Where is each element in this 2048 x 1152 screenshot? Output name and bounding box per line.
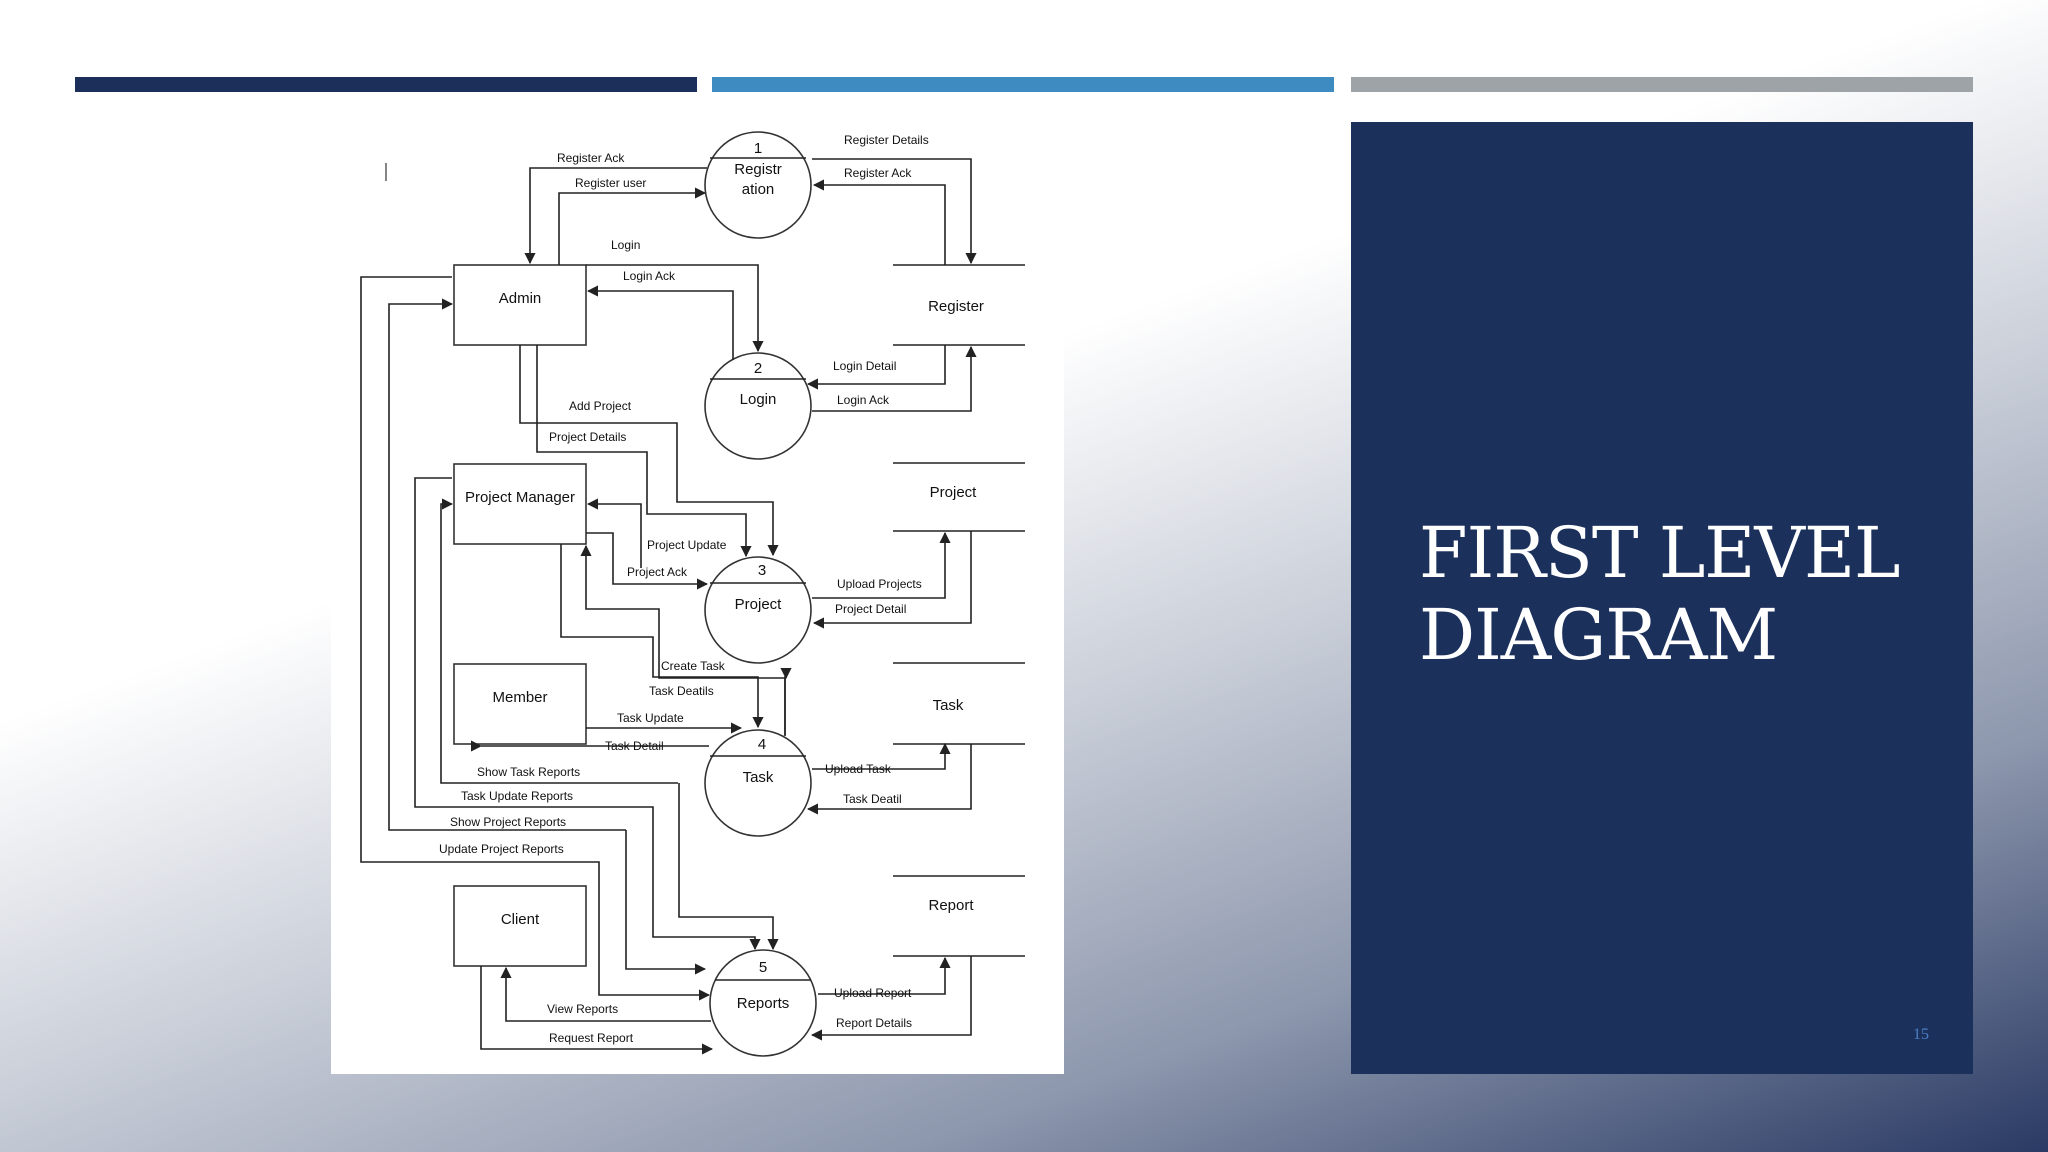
accent-bar-navy	[75, 77, 697, 92]
process-login-number: 2	[754, 360, 762, 377]
flow-upload-task	[812, 742, 951, 770]
entity-member-label: Member	[492, 689, 547, 706]
label-show-task-reports: Show Task Reports	[477, 765, 580, 779]
flow-login	[586, 264, 764, 353]
entity-project-manager: Project Manager	[453, 463, 587, 545]
process-login: 2 Login	[704, 352, 812, 460]
flow-show-task-reports	[440, 498, 678, 784]
process-reports: 5 Reports	[709, 949, 817, 1057]
flow-project-detail	[812, 531, 972, 629]
process-registration: 1 Registr ation	[704, 131, 812, 239]
flow-task-details	[580, 544, 786, 736]
process-registration-number: 1	[754, 140, 762, 157]
label-report-details: Report Details	[836, 1016, 912, 1030]
label-login-ack-left: Login Ack	[623, 269, 676, 283]
flow-show-task-reports-src	[678, 783, 779, 951]
label-task-details: Task Deatils	[649, 684, 714, 698]
process-project-name: Project	[735, 596, 783, 613]
label-add-project: Add Project	[569, 399, 632, 413]
store-project-label: Project	[930, 484, 978, 501]
process-login-name: Login	[740, 391, 777, 408]
process-registration-name-line2: ation	[742, 181, 775, 198]
store-task: Task	[893, 662, 1025, 745]
process-task: 4 Task	[704, 729, 812, 837]
flow-task-deatil	[806, 744, 972, 815]
flow-login-ack-right	[812, 345, 977, 412]
label-project-update: Project Update	[647, 538, 727, 552]
flow-upload-projects	[812, 531, 951, 599]
label-task-update-reports: Task Update Reports	[461, 789, 573, 803]
flow-request-report	[480, 966, 714, 1055]
flow-create-task	[560, 544, 764, 729]
label-task-detail: Task Detail	[605, 739, 664, 753]
label-login: Login	[611, 238, 640, 252]
label-request-report: Request Report	[549, 1031, 634, 1045]
slide-title-line1: FIRST LEVEL	[1419, 512, 1901, 594]
accent-bar-blue	[712, 77, 1334, 92]
label-register-details: Register Details	[844, 133, 929, 147]
entity-member: Member	[453, 663, 587, 745]
flow-show-project-reports-src	[625, 830, 707, 975]
label-login-ack-right: Login Ack	[837, 393, 890, 407]
store-register-label: Register	[928, 298, 984, 315]
process-task-number: 4	[758, 736, 766, 753]
entity-client-label: Client	[501, 911, 540, 928]
flow-register-ack-right	[812, 179, 946, 265]
process-task-name: Task	[743, 769, 774, 786]
flow-report-details	[810, 956, 972, 1041]
store-task-label: Task	[933, 697, 964, 714]
label-create-task: Create Task	[661, 659, 726, 673]
label-upload-report: Upload Report	[834, 986, 912, 1000]
label-upload-projects: Upload Projects	[837, 577, 922, 591]
label-project-ack: Project Ack	[627, 565, 688, 579]
store-register: Register	[893, 264, 1025, 346]
label-update-project-reports: Update Project Reports	[439, 842, 564, 856]
store-project: Project	[893, 462, 1025, 532]
entity-admin-label: Admin	[499, 290, 542, 307]
label-view-reports: View Reports	[547, 1002, 618, 1016]
label-register-ack-left: Register Ack	[557, 151, 625, 165]
store-report: Report	[893, 875, 1025, 957]
label-register-user: Register user	[575, 176, 646, 190]
store-report-label: Report	[928, 897, 974, 914]
flow-login-detail	[806, 345, 946, 390]
flow-register-details	[812, 158, 977, 265]
flow-project-ack	[586, 532, 709, 590]
slide-title-line2: DIAGRAM	[1419, 594, 1778, 676]
data-flow-diagram: Admin Project Manager Member Client 1 Re…	[360, 131, 1025, 1057]
flow-view-reports	[500, 966, 711, 1022]
label-task-update: Task Update	[617, 711, 684, 725]
flow-project-update	[586, 498, 642, 568]
label-project-details: Project Details	[549, 430, 626, 444]
flow-upload-report	[818, 956, 951, 995]
label-register-ack-right: Register Ack	[844, 166, 912, 180]
flow-register-user	[558, 187, 707, 265]
accent-bar-gray	[1351, 77, 1973, 92]
slide-number: 15	[1913, 1026, 1929, 1043]
flow-add-project	[519, 345, 779, 557]
label-upload-task: Upload Task	[825, 762, 892, 776]
flow-project-details	[536, 345, 752, 558]
slide-title: FIRST LEVEL DIAGRAM	[1419, 512, 1959, 676]
flow-update-project-reports	[360, 276, 711, 1001]
entity-project-manager-label: Project Manager	[465, 489, 575, 506]
label-project-detail: Project Detail	[835, 602, 906, 616]
label-task-deatil: Task Deatil	[843, 792, 902, 806]
process-registration-name-line1: Registr	[734, 161, 782, 178]
title-panel: FIRST LEVEL DIAGRAM 15	[1351, 122, 1973, 1074]
process-reports-name: Reports	[737, 995, 790, 1012]
process-project: 3 Project	[704, 556, 812, 664]
label-login-detail: Login Detail	[833, 359, 896, 373]
flow-task-update-reports	[414, 477, 761, 951]
flow-login-ack-left	[586, 285, 734, 360]
entity-client: Client	[453, 885, 587, 967]
flow-register-ack-left	[524, 167, 707, 265]
entity-admin: Admin	[453, 264, 587, 346]
diagram-panel: Admin Project Manager Member Client 1 Re…	[331, 115, 1064, 1074]
process-project-number: 3	[758, 562, 766, 579]
label-show-project-reports: Show Project Reports	[450, 815, 566, 829]
process-reports-number: 5	[759, 959, 767, 976]
flow-show-project-reports	[388, 298, 626, 831]
